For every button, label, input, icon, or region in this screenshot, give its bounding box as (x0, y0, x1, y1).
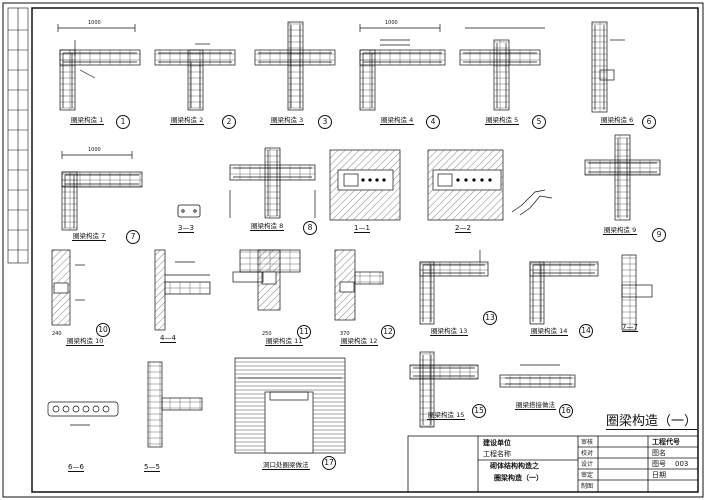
title-block-unit: 建设单位 (483, 439, 511, 447)
section-label-5-5: 5—5 (144, 463, 160, 472)
detail-number-7: 7 (126, 230, 140, 244)
binding-strip (7, 7, 29, 264)
title-block-project-name: 工程名称 (483, 450, 511, 458)
detail-6-drawing (591, 21, 625, 113)
detail-17-drawing (234, 357, 346, 454)
section-label-2-2: 2—2 (455, 224, 471, 233)
detail-number-3: 3 (318, 115, 332, 129)
section-6-6-drawing (47, 401, 119, 426)
detail-number-12: 12 (381, 325, 395, 339)
detail-number-11: 11 (297, 325, 311, 339)
section-label-7-7: 7—7 (622, 323, 638, 332)
title-block-sheet-no: 003 (675, 460, 689, 468)
detail-3-drawing (254, 21, 336, 111)
dim-label-250: 250 (262, 331, 272, 337)
rebar-sketch (511, 189, 553, 216)
detail-caption-12: 圈梁构造 12 (340, 337, 379, 346)
section-7-7-drawing (621, 254, 653, 331)
detail-caption-3: 圈梁构造 3 (270, 116, 305, 125)
dim-label-240: 240 (52, 331, 62, 337)
title-block-sheet-label: 图名 (652, 449, 666, 457)
detail-caption-9: 圈梁构造 9 (603, 226, 638, 235)
detail-number-5: 5 (532, 115, 546, 129)
detail-caption-2: 圈梁构造 2 (170, 116, 205, 125)
detail-8-drawing (229, 147, 316, 219)
detail-caption-14: 圈梁构造 14 (530, 327, 569, 336)
detail-caption-6: 圈梁构造 6 (600, 116, 635, 125)
detail-15-drawing (409, 351, 479, 428)
detail-number-16: 16 (559, 404, 573, 418)
dim-label-1000-c: 1000 (88, 147, 101, 153)
section-4-4-drawing (154, 249, 211, 331)
drawing-main-title: 圈梁构造（一） (606, 414, 698, 430)
section-3-3-drawing (177, 204, 201, 218)
detail-12-drawing (334, 249, 384, 321)
detail-5-drawing (459, 27, 545, 111)
title-block-role-1: 审核 (581, 439, 594, 446)
detail-caption-11: 圈梁构造 11 (265, 337, 304, 346)
title-block-drawing-label: 砌体结构构造之 (490, 462, 539, 470)
section-5-5-drawing (147, 361, 203, 448)
detail-number-10: 10 (96, 323, 110, 337)
detail-7-drawing (61, 151, 143, 231)
detail-caption-7: 圈梁构造 7 (72, 232, 107, 241)
dim-label-1000: 1000 (88, 20, 101, 26)
detail-caption-8: 圈梁构造 8 (250, 222, 285, 231)
detail-9-drawing (584, 134, 661, 221)
detail-1-drawing (57, 24, 141, 111)
detail-number-13: 13 (483, 311, 497, 325)
detail-11-drawing (232, 249, 301, 311)
section-label-4-4: 4—4 (160, 334, 176, 343)
title-block-frame (407, 435, 699, 493)
detail-caption-4: 圈梁构造 4 (380, 116, 415, 125)
title-block-role-5: 制图 (581, 483, 594, 490)
detail-number-4: 4 (426, 115, 440, 129)
section-label-6-6: 6—6 (68, 463, 84, 472)
detail-number-1: 1 (116, 115, 130, 129)
section-label-1-1: 1—1 (354, 224, 370, 233)
detail-caption-15: 圈梁构造 15 (427, 411, 466, 420)
title-block-role-3: 设计 (581, 461, 594, 468)
detail-number-17: 17 (322, 456, 336, 470)
detail-16-drawing (499, 364, 576, 388)
detail-caption-1: 圈梁构造 1 (70, 116, 105, 125)
detail-caption-17: 洞口处圈梁做法 (262, 461, 310, 470)
detail-number-9: 9 (652, 228, 666, 242)
detail-4-drawing (359, 24, 446, 111)
detail-14-drawing (529, 261, 599, 325)
dim-label-1000-b: 1000 (385, 20, 398, 26)
dim-label-370: 370 (340, 331, 350, 337)
detail-10-drawing (51, 249, 85, 326)
inner-border (31, 7, 699, 493)
section-1-1-drawing (329, 149, 401, 221)
title-block-sheet-no-label: 图号 (652, 460, 666, 468)
detail-caption-13: 圈梁构造 13 (430, 327, 469, 336)
title-block-role-4: 审定 (581, 472, 594, 479)
title-block-date-label: 日期 (652, 471, 666, 479)
detail-13-drawing (419, 250, 489, 325)
detail-caption-10: 圈梁构造 10 (66, 337, 105, 346)
detail-number-2: 2 (222, 115, 236, 129)
detail-caption-5: 圈梁构造 5 (485, 116, 520, 125)
title-block-drawing-name: 圈梁构造（一） (494, 474, 543, 482)
title-block-drawing-no-label: 工程代号 (652, 438, 680, 446)
detail-2-drawing (154, 43, 236, 111)
detail-number-15: 15 (472, 404, 486, 418)
detail-number-14: 14 (579, 324, 593, 338)
section-label-3-3: 3—3 (178, 224, 194, 233)
detail-caption-16: 圈梁搭接做法 (515, 401, 556, 410)
detail-number-6: 6 (642, 115, 656, 129)
title-block-role-2: 校对 (581, 450, 594, 457)
section-2-2-drawing (427, 149, 504, 221)
detail-number-8: 8 (303, 221, 317, 235)
